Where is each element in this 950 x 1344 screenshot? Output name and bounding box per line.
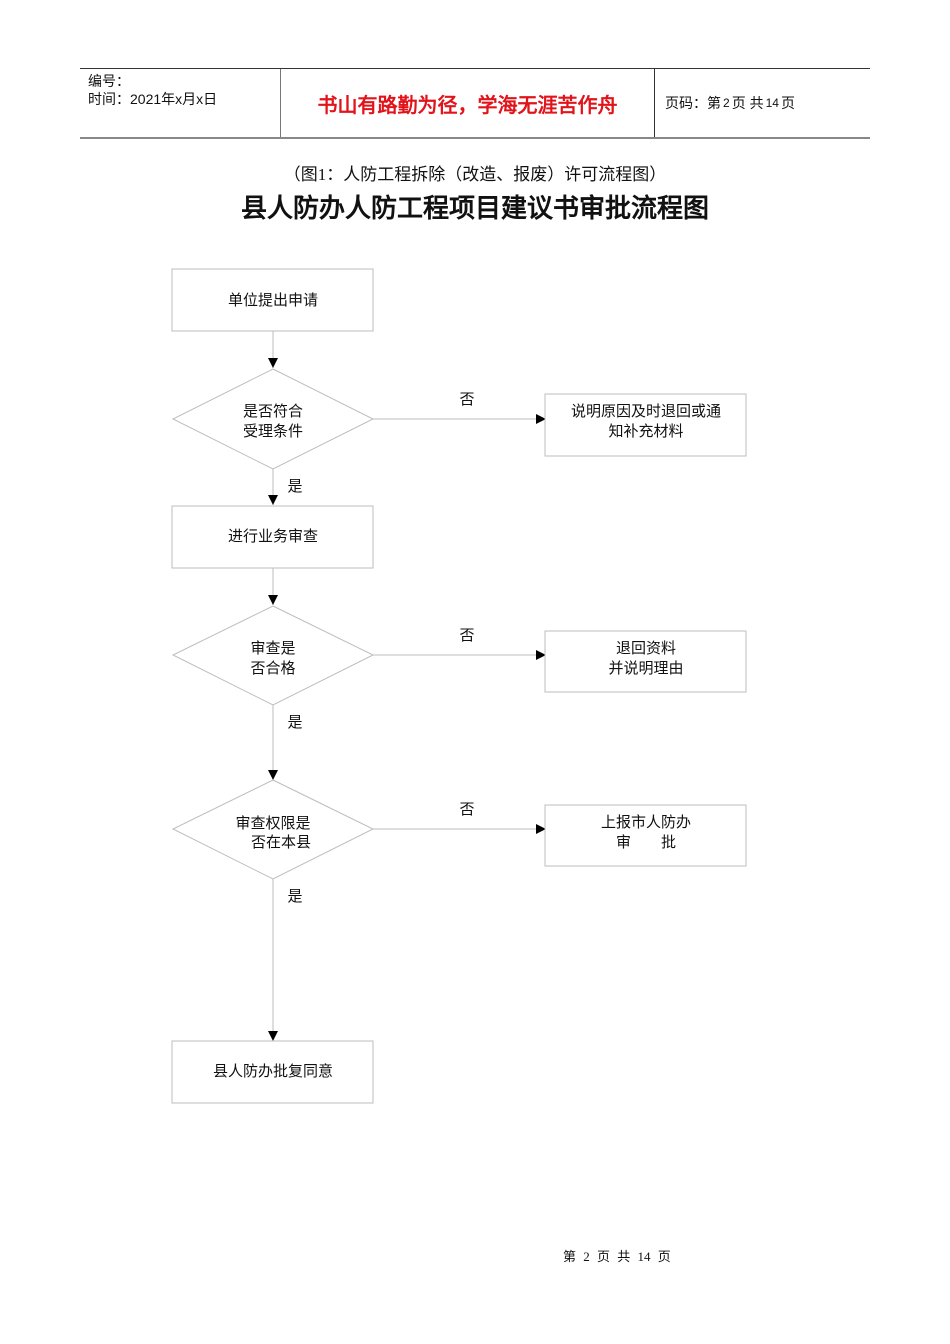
arrow-head-icon xyxy=(536,650,546,660)
node-review-text: 进行业务审查 xyxy=(228,528,318,545)
edge-label-no-2: 否 xyxy=(459,628,474,644)
node-start: 单位提出申请 xyxy=(171,268,374,332)
header-motto: 书山有路勤为径，学海无涯苦作舟 xyxy=(281,69,655,137)
date-label: 时间：2021年x月x日 xyxy=(88,91,218,107)
page-footer: 第 2 页 共 14 页 xyxy=(563,1249,671,1264)
node-end: 县人防办批复同意 xyxy=(171,1040,374,1104)
arrow-head-icon xyxy=(268,595,278,605)
page-total: 14 xyxy=(765,96,779,110)
edge-label-no-1: 否 xyxy=(459,392,474,408)
arrow-head-icon xyxy=(268,495,278,505)
node-reject1: 说明原因及时退回或通 知补充材料 xyxy=(544,393,747,457)
decision3-line2: 否在本县 xyxy=(251,834,311,851)
arrow-head-icon xyxy=(536,414,546,424)
page-header: 编号： 时间：2021年x月x日 书山有路勤为径，学海无涯苦作舟 页码：第 2 … xyxy=(80,68,870,139)
node-end-text: 县人防办批复同意 xyxy=(213,1062,333,1080)
arrow-head-icon xyxy=(268,770,278,780)
page-current: 2 xyxy=(723,96,730,110)
page-label: 页码：第 xyxy=(665,95,721,111)
decision1-line2: 受理条件 xyxy=(243,423,303,440)
edge-label-yes-2: 是 xyxy=(287,715,302,731)
escalate-line1: 上报市人防办 xyxy=(601,814,691,831)
node-start-text: 单位提出申请 xyxy=(228,292,318,309)
decision2-line2: 否合格 xyxy=(250,660,295,677)
header-meta: 编号： 时间：2021年x月x日 xyxy=(80,69,281,137)
node-decision2: 审查是 否合格 xyxy=(171,605,375,706)
decision2-line1: 审查是 xyxy=(250,640,295,657)
node-escalate: 上报市人防办 审 批 xyxy=(544,804,747,867)
node-decision1: 是否符合 受理条件 xyxy=(171,368,375,470)
page-title: 县人防办人防工程项目建议书审批流程图 xyxy=(240,194,709,224)
reject1-line2: 知补充材料 xyxy=(608,423,683,440)
reject1-line1: 说明原因及时退回或通 xyxy=(571,403,721,420)
edge-label-yes-3: 是 xyxy=(287,889,302,905)
page-mid: 页 共 xyxy=(731,95,764,111)
reject2-line1: 退回资料 xyxy=(616,640,676,657)
arrow-head-icon xyxy=(268,1031,278,1041)
edge-label-yes-1: 是 xyxy=(287,479,302,495)
node-decision3: 审查权限是 否在本县 xyxy=(171,779,375,880)
arrow-head-icon xyxy=(268,358,278,368)
decision3-line1: 审查权限是 xyxy=(235,815,310,832)
arrow-head-icon xyxy=(536,824,546,834)
page-end: 页 xyxy=(780,95,795,111)
decision1-line1: 是否符合 xyxy=(243,403,303,420)
node-reject2: 退回资料 并说明理由 xyxy=(544,630,747,693)
edge-label-no-3: 否 xyxy=(459,802,474,818)
figure-caption: （图1：人防工程拆除（改造、报废）许可流程图） xyxy=(283,165,667,184)
reject2-line2: 并说明理由 xyxy=(608,660,683,677)
header-page-info: 页码：第 2 页 共 14 页 xyxy=(655,69,870,137)
serial-label: 编号： xyxy=(88,73,130,89)
node-review: 进行业务审查 xyxy=(171,505,374,569)
escalate-line2: 审 批 xyxy=(616,834,676,851)
